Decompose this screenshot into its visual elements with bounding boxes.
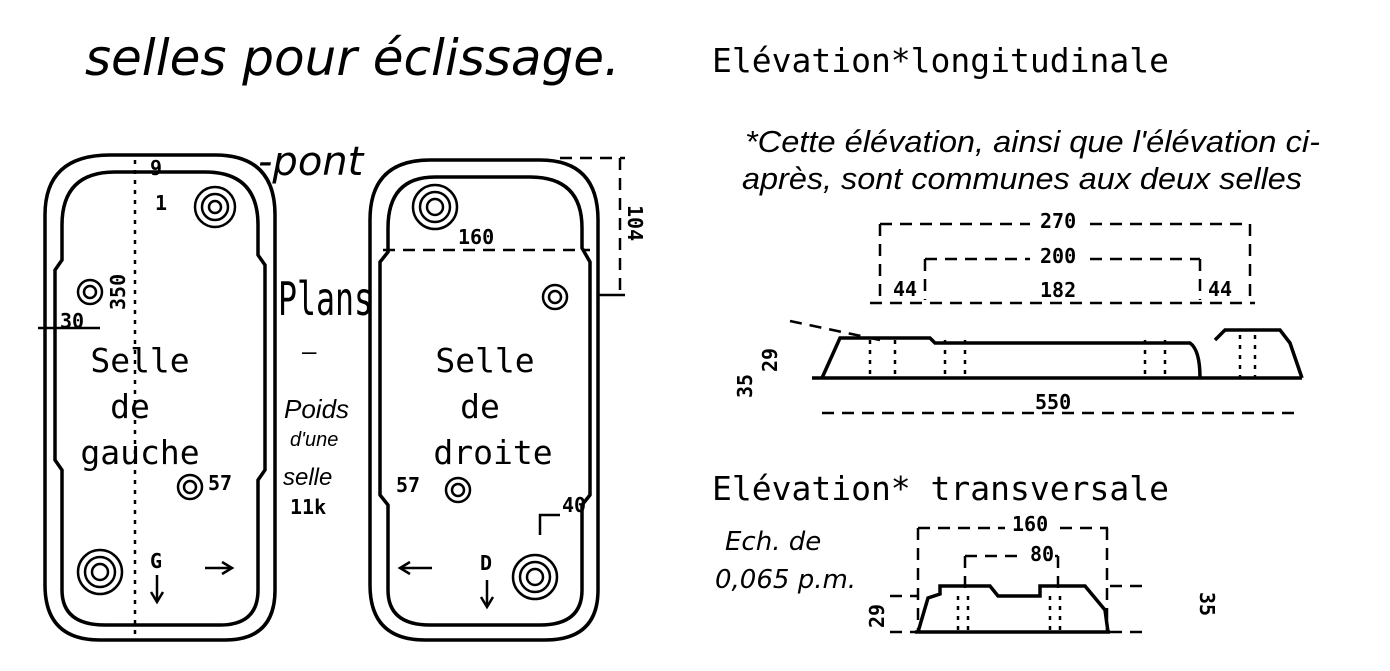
scale-line-2: 0,065 p.m. <box>715 565 856 595</box>
bolt-hole-icon <box>193 185 237 229</box>
dim-104: 104 <box>623 205 647 241</box>
right-selle-plan <box>368 156 625 642</box>
dim-57-left: 57 <box>208 471 232 495</box>
dim-80: 80 <box>1030 542 1054 566</box>
note-line-2: après, sont communes aux deux selles <box>742 161 1302 196</box>
dim-1: 1 <box>155 191 167 215</box>
spike-hole-icon <box>76 278 104 306</box>
right-label-1: Selle <box>435 341 534 380</box>
dim-29-transversal: 29 <box>865 604 889 628</box>
bolt-hole-icon <box>411 183 459 231</box>
separator: — <box>302 338 317 366</box>
weight-line-3: selle <box>283 464 332 491</box>
dim-9: 9 <box>150 156 162 180</box>
bolt-hole-icon <box>76 548 124 596</box>
dim-270: 270 <box>1040 209 1076 233</box>
pont-label: -pont <box>258 139 365 185</box>
dim-350: 350 <box>106 274 130 310</box>
left-label-1: Selle <box>90 341 189 380</box>
weight-line-1: Poids <box>284 394 349 424</box>
dim-550: 550 <box>1035 390 1071 414</box>
right-letter: D <box>480 551 492 575</box>
weight-value: 11k <box>290 495 326 519</box>
dim-35: 35 <box>733 374 757 398</box>
dim-160: 160 <box>458 225 494 249</box>
longitudinal-profile <box>789 222 1304 415</box>
scale-line-1: Ech. de <box>725 527 821 557</box>
left-label-2: de <box>110 387 150 426</box>
bolt-hole-icon <box>511 553 559 601</box>
longitudinal-heading: Elévation*longitudinale <box>712 41 1169 80</box>
spike-hole-icon <box>176 473 204 501</box>
right-label-2: de <box>460 387 500 426</box>
left-label-3: gauche <box>80 433 199 472</box>
transversal-heading: Elévation* transversale <box>712 469 1169 508</box>
left-letter: G <box>150 549 162 573</box>
note-line-1: *Cette élévation, ainsi que l'élévation … <box>745 124 1320 159</box>
transversal-profile <box>890 526 1150 634</box>
spike-hole-icon <box>444 476 472 504</box>
dim-29: 29 <box>758 348 782 372</box>
dim-40: 40 <box>562 493 586 517</box>
plans-label: Plans <box>278 272 373 326</box>
weight-line-2: d'une <box>290 429 338 451</box>
dim-182: 182 <box>1040 278 1076 302</box>
dim-30: 30 <box>60 309 84 333</box>
dim-35-transversal: 35 <box>1195 592 1219 616</box>
dim-44-right: 44 <box>1208 277 1232 301</box>
left-selle-plan <box>38 153 277 642</box>
dim-57-right: 57 <box>396 473 420 497</box>
dim-160-transversal: 160 <box>1012 512 1048 536</box>
right-label-3: droite <box>433 433 552 472</box>
title: selles pour éclissage. <box>85 29 620 87</box>
dim-200: 200 <box>1040 244 1076 268</box>
dim-44-left: 44 <box>893 277 917 301</box>
spike-hole-icon <box>541 283 569 311</box>
